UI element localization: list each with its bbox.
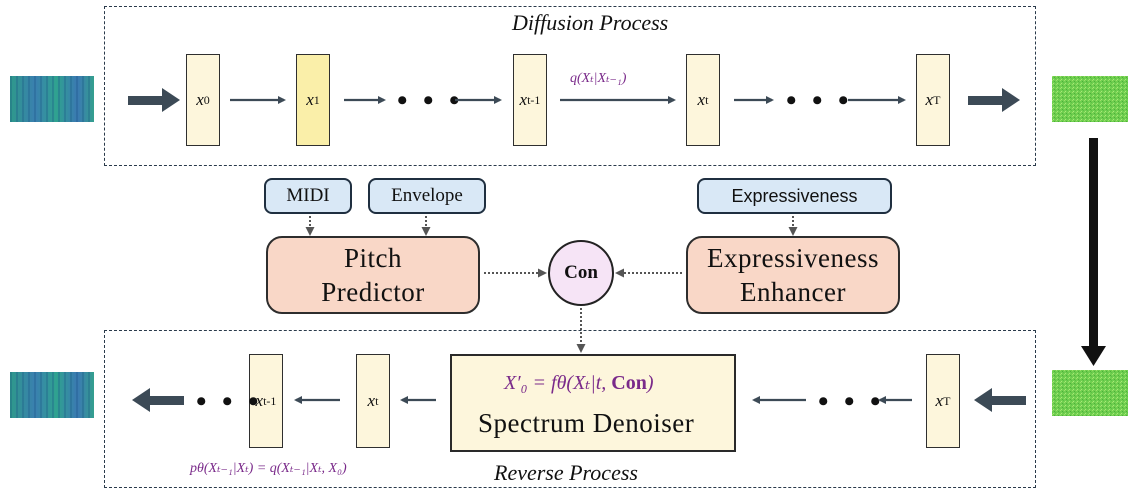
forward-dots-2: • • • (786, 84, 853, 117)
noise-spectrogram-output (1052, 76, 1128, 122)
forward-thick-arrow-in (128, 88, 180, 112)
pitch-predictor-line1: Pitch (343, 243, 402, 273)
diffusion-process-frame (104, 6, 1036, 166)
forward-dots-1: • • • (397, 84, 464, 117)
expressiveness-input: Expressiveness (697, 178, 892, 214)
reverse-process-title: Reverse Process (494, 460, 638, 485)
denoiser-label: Spectrum Denoiser (478, 408, 695, 438)
noise-spectrogram-input (1052, 370, 1128, 416)
con-concat-node: Con (548, 240, 614, 306)
midi-input: MIDI (264, 178, 352, 214)
forward-thick-arrow-out (968, 88, 1020, 112)
enhancer-line2: Enhancer (740, 277, 846, 307)
diffusion-process-title: Diffusion Process (512, 10, 669, 35)
pitch-predictor-block: Pitch Predictor (266, 236, 480, 314)
spectrum-denoiser-block: X′₀ = fθ(Xₜ|t, Con) Spectrum Denoiser (450, 354, 736, 452)
reverse-dots-2: • • • (818, 385, 885, 418)
reverse-dots-1: • • • (196, 385, 263, 418)
clean-spectrogram-input (10, 76, 94, 122)
envelope-input: Envelope (368, 178, 486, 214)
reverse-process-frame (104, 330, 1036, 488)
reverse-p-label: pθ(Xₜ₋₁|Xₜ) = q(Xₜ₋₁|Xₜ, X₀) (190, 461, 347, 476)
pitch-predictor-line2: Predictor (321, 277, 425, 307)
clean-spectrogram-output (10, 372, 94, 418)
denoiser-formula: X′₀ = fθ(Xₜ|t, Con) (504, 372, 654, 394)
reverse-thick-arrow-in (974, 388, 1026, 412)
vertical-transition-arrow (1081, 138, 1106, 366)
reverse-thick-arrow-out (132, 388, 184, 412)
forward-q-label: q(Xₜ|Xₜ₋₁) (570, 71, 627, 86)
enhancer-line1: Expressiveness (707, 243, 879, 273)
expressiveness-enhancer-block: Expressiveness Enhancer (686, 236, 900, 314)
